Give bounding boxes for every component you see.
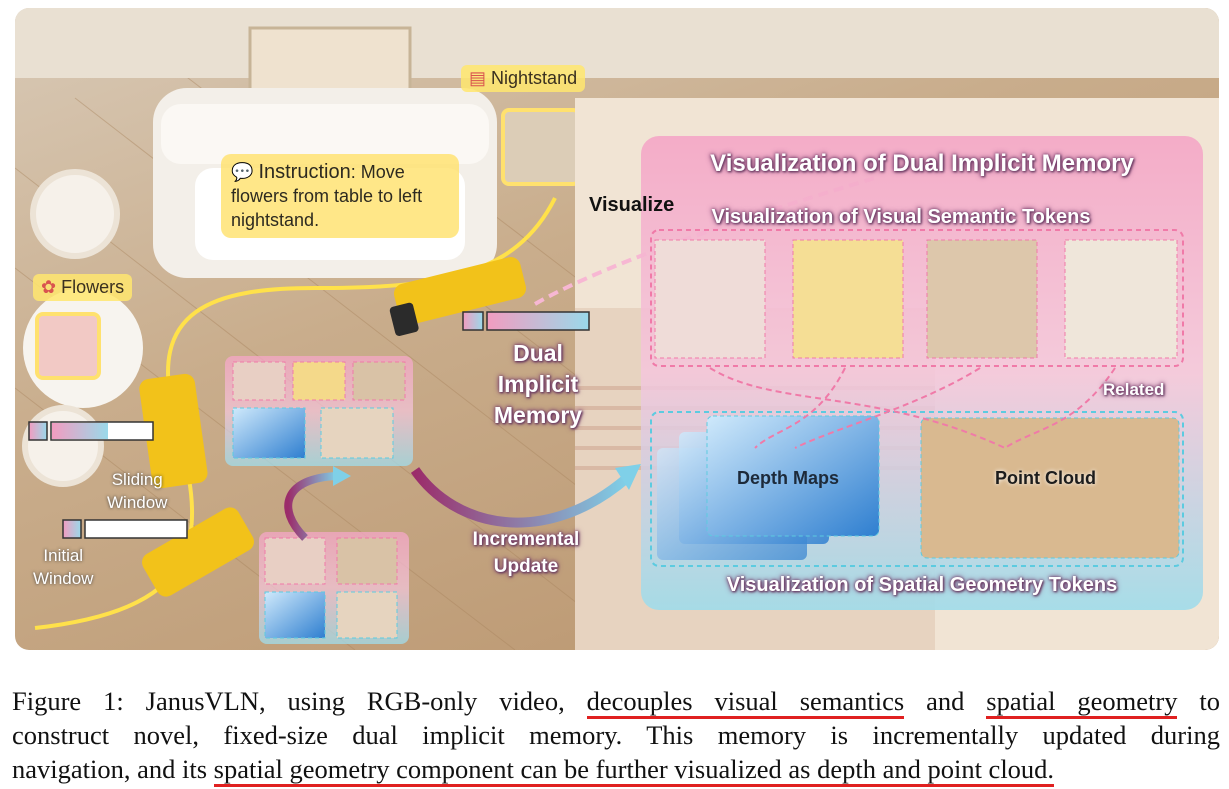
initial-window-tokens [259,532,409,644]
instruction-prefix: Instruction [258,161,351,183]
memory-bar-sliding [28,421,154,441]
geometry-tokens-title: Visualization of Spatial Geometry Tokens [726,574,1118,596]
sliding-window-label: Sliding Window [107,468,167,514]
memory-bar-dual [462,311,590,331]
incremental-update-line-1: Incremental [472,529,580,550]
panel-title: Visualization of Dual Implicit Memory [710,150,1134,177]
sliding-window-line-2: Window [107,493,168,512]
robot-dog-rear [142,507,254,597]
dual-memory-line-2: Implicit [497,371,579,397]
nightstand-text: Nightstand [491,68,578,88]
dual-memory-line-3: Memory [493,402,583,428]
incremental-update-arrow [410,467,631,528]
figure-illustration: ▤ Nightstand 💬 Instruction: Move flowers… [15,8,1219,650]
nightstand-icon: ▤ [469,68,487,88]
flowers-text: Flowers [61,277,125,297]
related-label: Related [1103,380,1165,399]
depth-maps-label: Depth Maps [737,468,840,488]
dual-implicit-memory-label: Dual Implicit Memory [463,338,613,431]
caption-line-1: Figure 1: JanusVLN, using RGB-only video… [12,684,1220,719]
initial-window-line-2: Window [33,569,94,588]
initial-window-line-1: Initial [43,546,84,565]
flowerpot-icon: ✿ [41,277,57,297]
figure-caption: Figure 1: JanusVLN, using RGB-only video… [12,684,1220,787]
caption-text-1a: Figure 1: JanusVLN, using RGB-only video… [12,686,587,716]
dual-memory-line-1: Dual [513,340,563,366]
sliding-window-line-1: Sliding [111,470,163,489]
caption-text-3a: navigation, and its [12,754,214,784]
initial-window-label: Initial Window [33,544,93,590]
point-cloud-label: Point Cloud [995,468,1096,488]
caption-line-3: navigation, and its spatial geometry com… [12,752,1220,787]
caption-line-2: construct novel, fixed-size dual implici… [12,720,1220,750]
sliding-window-tokens [225,356,413,466]
memory-bar-initial [62,519,188,539]
flowers-label: ✿ Flowers [33,274,133,301]
robot-dog-front [389,257,527,336]
robot-dog-middle [139,373,208,489]
instruction-box: 💬 Instruction: Move flowers from table t… [221,154,459,238]
chair-bottom [22,405,104,487]
nightstand [501,108,581,186]
incremental-update-label: Incremental Update [451,526,601,580]
chair-top [30,169,120,259]
instruction-text: : Move flowers from table to left nights… [231,162,423,230]
incremental-update-arrow-head [615,464,641,490]
nightstand-label: ▤ Nightstand [461,65,586,92]
incremental-update-line-2: Update [493,556,559,577]
caption-underline-3: spatial geometry component can be furthe… [213,754,1055,787]
caption-text-1c: to [1177,686,1220,716]
wall-frame [248,26,412,96]
caption-text-1b: and [904,686,987,716]
update-arrow-small-head [333,466,351,486]
caption-underline-2: spatial geometry [986,686,1178,719]
back-wall [15,8,1219,78]
speech-question-icon: 💬 [231,162,254,182]
semantic-tokens-title: Visualization of Visual Semantic Tokens [711,206,1091,228]
visualization-panel [641,136,1203,610]
visualize-label: Visualize [589,194,675,216]
caption-underline-1: decouples visual semantics [586,686,905,719]
flowers-highlight [35,312,101,380]
scene-drawing [15,8,1219,650]
update-arrow-small [284,472,338,541]
